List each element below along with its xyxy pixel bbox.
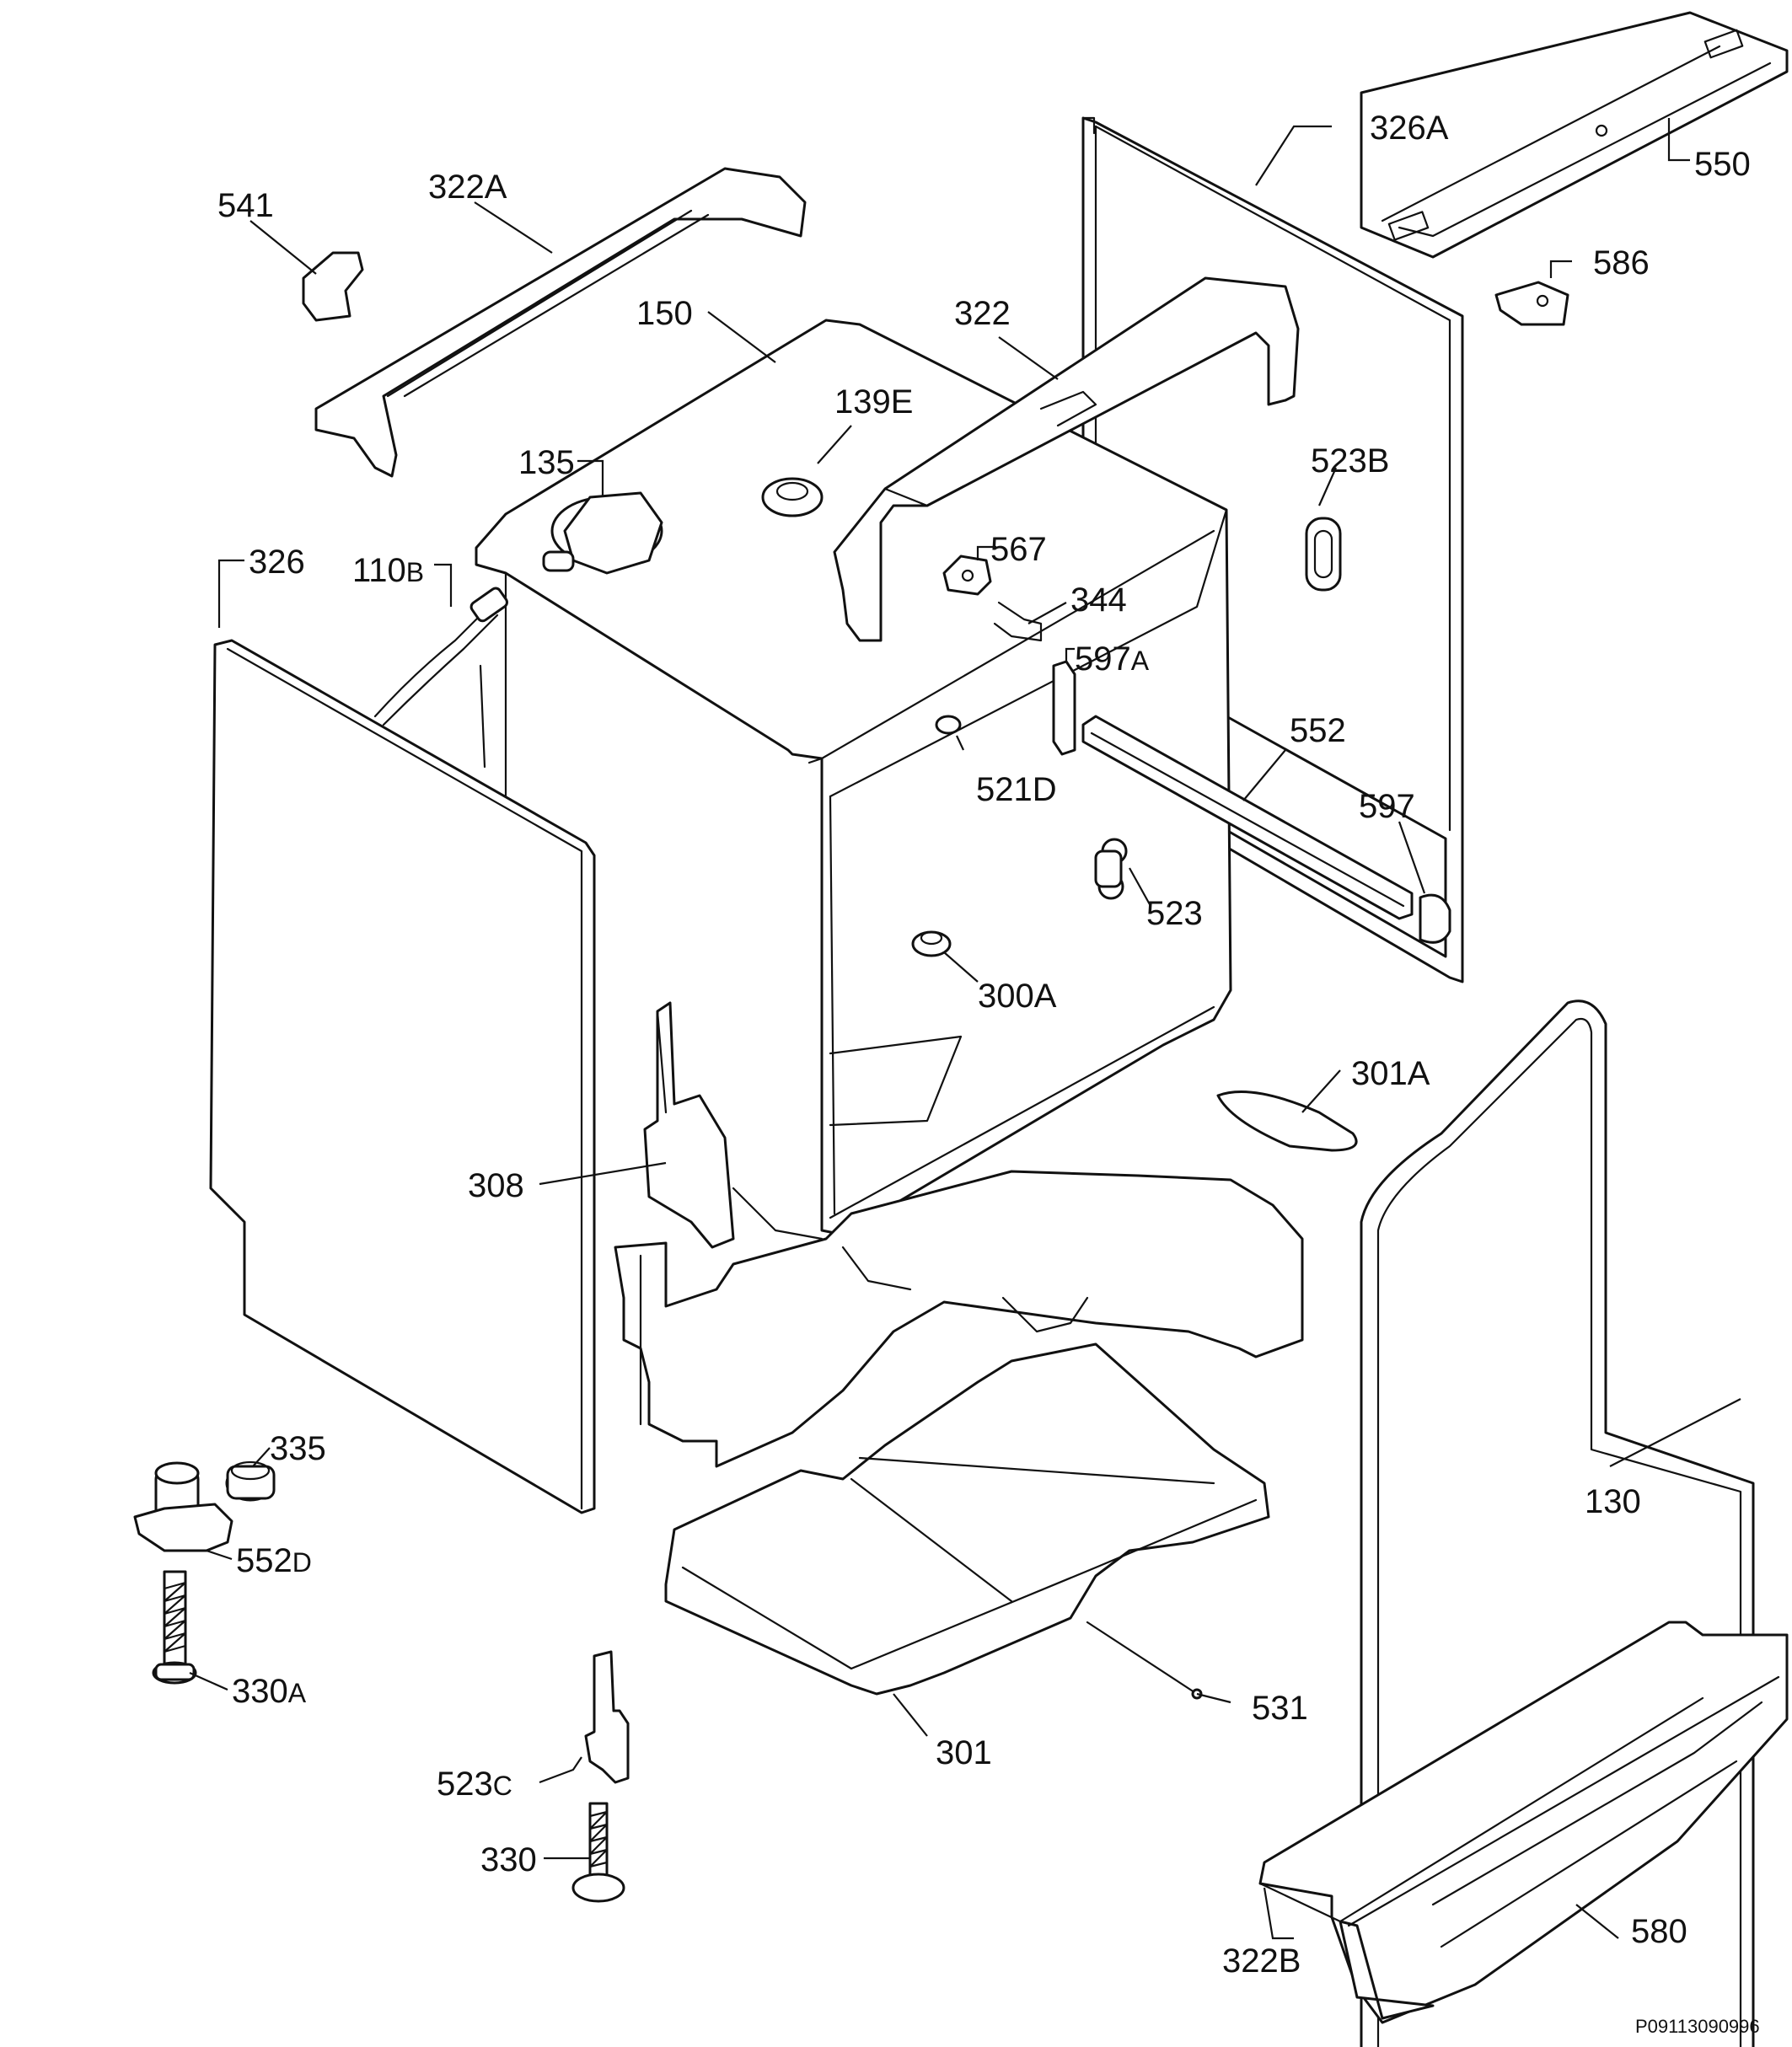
part-552D-motor — [133, 1461, 233, 1552]
callout-330A: 330A — [232, 1673, 307, 1710]
part-523-roller — [1094, 838, 1128, 900]
part-531-rod — [1086, 1621, 1203, 1700]
part-523C-bracket — [584, 1650, 630, 1784]
callout-326A: 326A — [1370, 110, 1449, 147]
part-301-base-tray — [664, 1342, 1270, 1696]
callout-523C: 523C — [437, 1766, 512, 1803]
leader-lines — [189, 118, 1741, 1940]
diagram-reference-code: P09113090996 — [1635, 2016, 1760, 2037]
callout-301A: 301A — [1351, 1055, 1430, 1092]
callout-300A: 300A — [978, 978, 1057, 1015]
callout-130: 130 — [1585, 1483, 1641, 1520]
part-308-hinge — [643, 1001, 735, 1249]
callout-552: 552 — [1290, 712, 1346, 749]
callout-567: 567 — [990, 531, 1047, 568]
part-550-top-bar — [1360, 11, 1789, 259]
part-330A-screw — [152, 1570, 197, 1685]
part-597A-guide — [1052, 660, 1076, 756]
part-110B-hose — [373, 587, 508, 726]
part-base-frame — [614, 1170, 1304, 1468]
part-521D-nut — [935, 715, 962, 735]
hose-guide-line — [479, 664, 486, 769]
callout-322B: 322B — [1222, 1943, 1301, 1980]
part-300A-nut — [911, 930, 952, 957]
callout-135: 135 — [518, 444, 575, 481]
callout-330: 330 — [480, 1841, 537, 1878]
part-135-dispenser — [542, 491, 663, 575]
callout-322A: 322A — [428, 169, 507, 206]
callout-521D: 521D — [976, 771, 1057, 808]
callout-552D: 552D — [236, 1542, 312, 1579]
part-326-side-panel — [209, 639, 596, 1514]
part-586-bracket — [1494, 281, 1569, 326]
part-139E-nut — [761, 477, 824, 517]
callout-110B: 110B — [352, 552, 424, 589]
callout-541: 541 — [217, 187, 274, 224]
callout-301: 301 — [936, 1734, 992, 1771]
callout-326: 326 — [249, 544, 305, 581]
part-567-clip — [942, 555, 992, 596]
callout-550: 550 — [1694, 146, 1751, 183]
part-552-rail — [1081, 715, 1414, 920]
callout-308: 308 — [468, 1167, 524, 1204]
part-301A-handle — [1216, 1090, 1358, 1152]
callout-531: 531 — [1252, 1690, 1308, 1727]
part-322A-front-rail — [314, 167, 807, 478]
part-597-clip — [1419, 893, 1451, 944]
callout-139E: 139E — [834, 383, 913, 421]
part-322B-580-bottom-rails — [1258, 1621, 1789, 2024]
callout-150: 150 — [636, 295, 693, 332]
part-130-seal — [1360, 999, 1755, 2047]
callout-523: 523 — [1146, 895, 1203, 932]
part-523B-grommet — [1305, 517, 1342, 592]
part-541-clip — [302, 251, 364, 322]
part-344-hook — [993, 601, 1043, 642]
part-330-screw — [571, 1802, 625, 1903]
callout-523B: 523B — [1311, 442, 1389, 480]
callout-335: 335 — [270, 1430, 326, 1467]
callout-322: 322 — [954, 295, 1011, 332]
callout-580: 580 — [1631, 1913, 1687, 1950]
callout-586: 586 — [1593, 244, 1650, 281]
callout-597A: 597A — [1075, 640, 1150, 678]
part-322-frame — [833, 276, 1300, 642]
part-335-gear — [225, 1460, 276, 1502]
callout-597: 597 — [1359, 788, 1415, 825]
callout-344: 344 — [1070, 581, 1127, 619]
